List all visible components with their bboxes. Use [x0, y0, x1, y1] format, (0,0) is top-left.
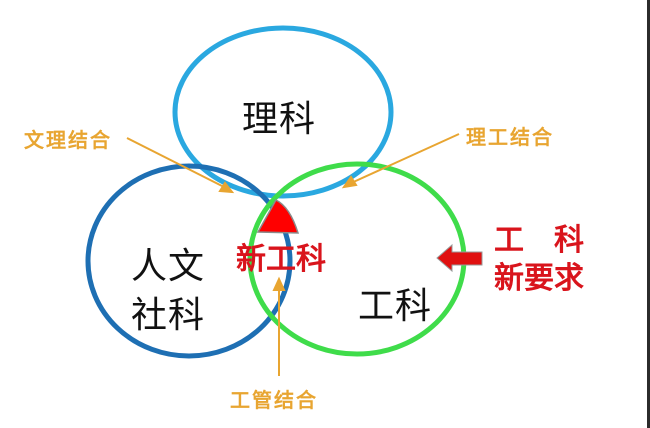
- engineering-label: 工科: [358, 286, 433, 327]
- science-circle: [172, 25, 394, 199]
- humanities-circle: [85, 163, 293, 359]
- arrowhead-icon: [218, 181, 235, 194]
- side-note-line2: 新要求: [494, 261, 584, 296]
- humanities-label-line1: 人文: [131, 246, 206, 287]
- right-border: [647, 0, 650, 428]
- new-engineering-label: 新工科: [236, 242, 326, 277]
- annotation-engineering-management: 工管结合: [230, 388, 318, 412]
- science-label: 理科: [242, 99, 317, 140]
- arrowhead-icon: [272, 276, 286, 291]
- arrowhead-icon: [341, 175, 358, 189]
- side-note-char-2: 科: [554, 223, 584, 258]
- arrow-science-engineering: [348, 133, 460, 185]
- annotation-science-engineering: 理工结合: [466, 125, 554, 149]
- annotation-science-humanities: 文理结合: [24, 128, 112, 152]
- side-note-char-1: 工: [494, 223, 524, 258]
- side-note: 工科 新要求: [494, 222, 584, 298]
- new-engineering-region: [256, 199, 300, 234]
- humanities-label-line2: 社科: [131, 295, 206, 336]
- arrow-science-humanities: [126, 137, 229, 190]
- red-arrow-icon: [436, 243, 483, 273]
- side-note-line1: 工科: [494, 222, 584, 260]
